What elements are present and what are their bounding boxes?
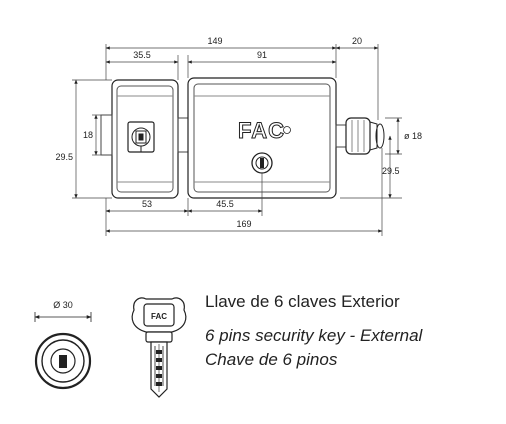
dim-bottom-total: 169 [236,219,251,229]
dimension-lines [72,44,402,236]
dim-left-to-keyhole: 53 [142,199,152,209]
connector-stub [177,117,189,153]
dim-bolt-diameter: ø 18 [404,131,422,141]
dim-keyhole-offset: 45.5 [216,199,234,209]
cylinder-face [127,121,155,153]
keyhole [251,152,273,174]
dim-lock-body: 91 [257,50,267,60]
dim-total-height: 29.5 [55,152,73,162]
dim-bolt-height: 29.5 [382,166,400,176]
dim-overall-width: 149 [207,36,222,46]
security-key-icon [131,297,187,398]
registered-mark-icon [283,126,291,134]
dim-cylinder-height: 18 [83,130,93,140]
caption-spanish: Llave de 6 claves Exterior [205,292,400,311]
key-bow-logo: FAC [151,312,167,321]
caption-english: 6 pins security key - External [205,326,423,345]
left-cylinder-housing [111,79,179,199]
bolt [335,117,385,155]
dim-bolt-projection: 20 [352,36,362,46]
rosette-view [34,312,92,390]
left-stub [100,114,113,156]
dim-rosette-diameter: Ø 30 [53,300,73,310]
dim-left-housing: 35.5 [133,50,151,60]
fac-logo: FAC [238,118,285,143]
caption-portuguese: Chave de 6 pinos [205,350,338,369]
